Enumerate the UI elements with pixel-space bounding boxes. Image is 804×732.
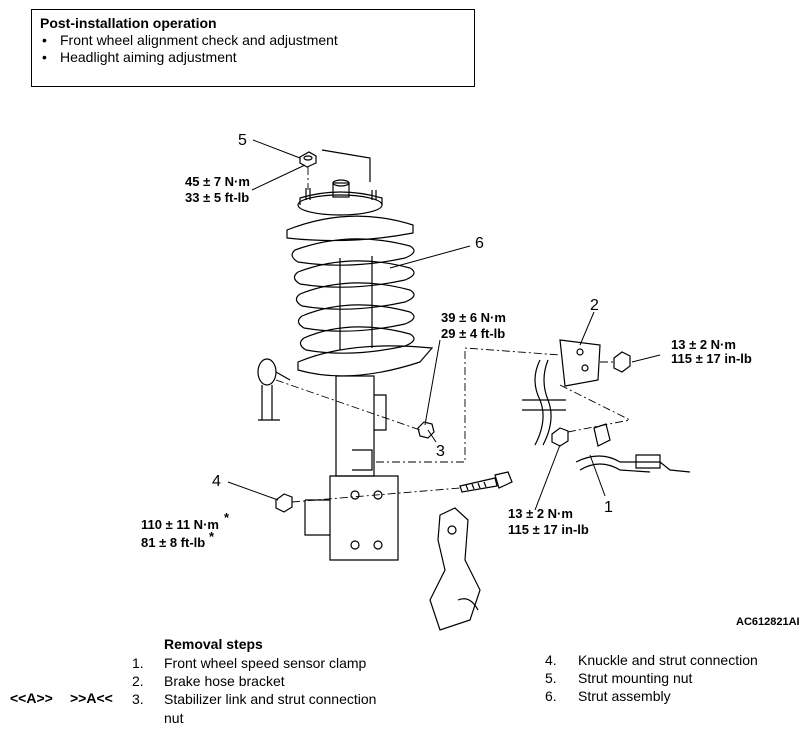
callout-2: 2 [590,297,599,314]
stabilizer-link [257,358,291,421]
step-number: 5. [545,670,557,686]
image-id: AC612821AI [736,616,800,628]
callout-5: 5 [238,132,247,149]
step-number: 2. [132,673,144,689]
brake-hose-bracket [522,339,601,446]
torque-2-inlb: 115 ± 17 in-lb [671,351,752,366]
wheel-speed-sensor-clamp [575,423,691,473]
post-installation-list: Front wheel alignment check and adjustme… [40,32,466,66]
step-text: Stabilizer link and strut connection [164,691,377,707]
step-number: 3. [132,691,144,707]
step-number: 4. [545,652,557,668]
post-installation-title: Post-installation operation [40,15,217,31]
installation-tag-a: >>A<< [70,690,113,706]
callout-1: 1 [604,499,613,516]
step-text: Brake hose bracket [164,673,285,689]
removal-tag-a: <<A>> [10,690,53,706]
torque-3-nm: 39 ± 6 N·m [441,310,506,325]
knuckle [429,507,481,631]
strut-body [304,375,399,561]
callout-6: 6 [475,235,484,252]
step-text: Strut assembly [578,688,671,704]
step-text: Front wheel speed sensor clamp [164,655,367,671]
torque-4-star: * [224,510,230,525]
torque-1-nm: 13 ± 2 N·m [508,506,573,521]
torque-5-ftlb: 33 ± 5 ft-lb [185,190,249,205]
strut-mounting-nut [299,151,317,168]
torque-4-ftlb: 81 ± 8 ft-lb [141,535,205,550]
torque-4-star-2: * [209,529,215,544]
step-text: Knuckle and strut connection [578,652,758,668]
step-number: 6. [545,688,557,704]
post-installation-item: Headlight aiming adjustment [40,49,466,66]
coil-spring [291,238,415,354]
step-text: Strut mounting nut [578,670,693,686]
torque-2-nm: 13 ± 2 N·m [671,337,736,352]
torque-1-inlb: 115 ± 17 in-lb [508,522,589,537]
torque-3-ftlb: 29 ± 4 ft-lb [441,326,505,341]
post-installation-item: Front wheel alignment check and adjustme… [40,32,466,49]
callout-3: 3 [436,443,445,460]
removal-steps-title: Removal steps [164,636,263,652]
post-installation-box: Post-installation operation Front wheel … [31,9,475,87]
callout-4: 4 [212,473,221,490]
torque-5-nm: 45 ± 7 N·m [185,174,250,189]
knuckle-bolt [459,471,513,493]
torque-4-nm: 110 ± 11 N·m [141,517,219,532]
upper-mount [297,149,383,216]
step-text: nut [164,710,184,726]
step-number: 1. [132,655,144,671]
